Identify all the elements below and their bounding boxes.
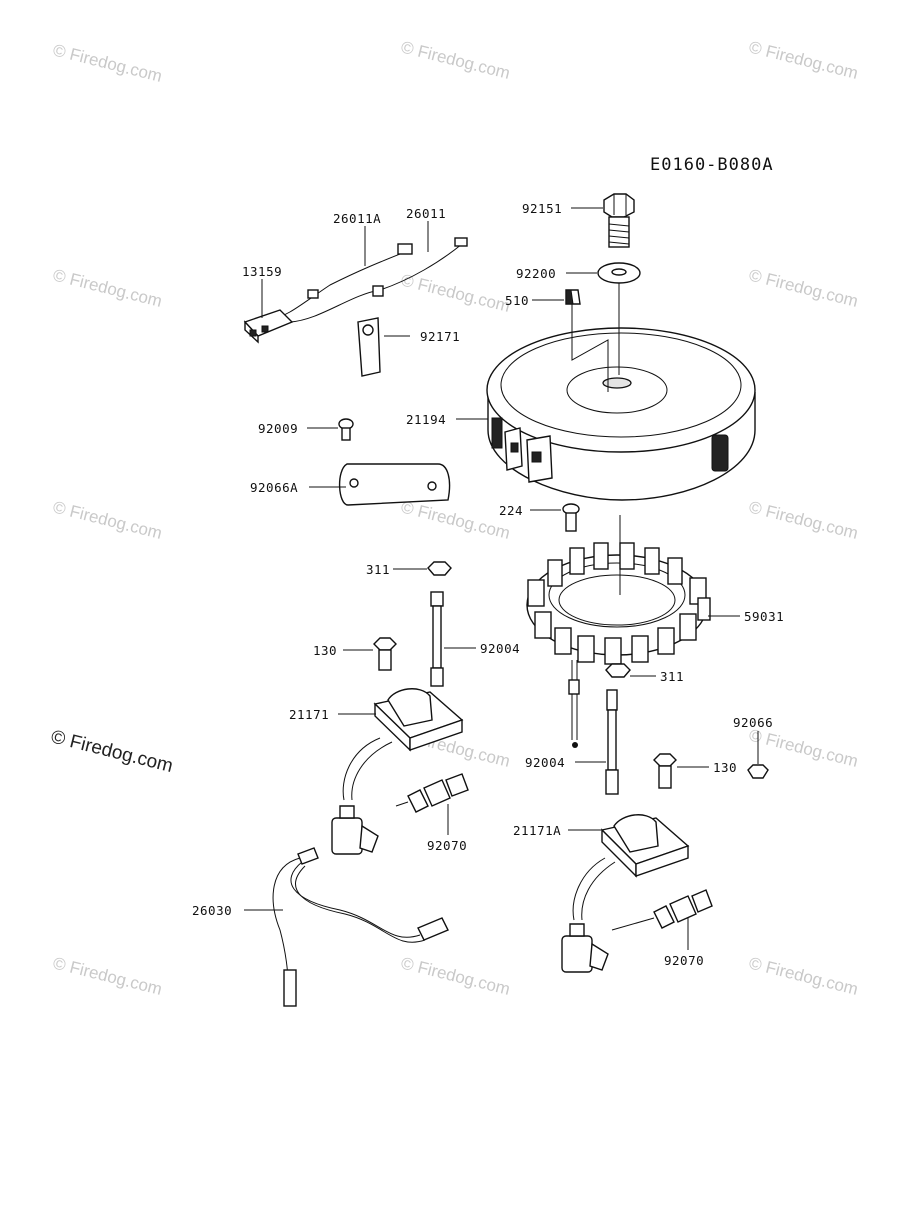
- connector-13159[interactable]: [243, 309, 294, 344]
- label-92066: 92066: [733, 715, 773, 730]
- label-26011: 26011: [406, 206, 446, 221]
- label-21194: 21194: [406, 412, 446, 427]
- nut-92066[interactable]: [747, 764, 769, 779]
- bolt-130-left[interactable]: [373, 637, 397, 671]
- label-92151: 92151: [522, 201, 562, 216]
- watermarks: © Firedog.com © Firedog.com © Firedog.co…: [49, 37, 860, 998]
- label-92004-left: 92004: [480, 641, 520, 656]
- part-labels: 92151 92200 510 26011A 26011 13159 92171…: [192, 201, 784, 968]
- watermark: © Firedog.com: [399, 37, 512, 82]
- stud-92004-right[interactable]: [605, 689, 619, 795]
- watermark: © Firedog.com: [51, 953, 164, 998]
- nut-311-right[interactable]: [605, 663, 631, 678]
- leader-lines: [244, 207, 759, 950]
- nut-311-left[interactable]: [427, 561, 452, 576]
- key-510[interactable]: [565, 289, 581, 305]
- spark-plug-92070-right[interactable]: [611, 889, 713, 931]
- screw-92009[interactable]: [338, 418, 354, 441]
- label-92200: 92200: [516, 266, 556, 281]
- stud-92004-left[interactable]: [430, 591, 444, 687]
- label-21171: 21171: [289, 707, 329, 722]
- label-21171A: 21171A: [513, 823, 561, 838]
- stator-59031[interactable]: [526, 542, 711, 748]
- label-311-left: 311: [366, 562, 390, 577]
- label-92070-right: 92070: [664, 953, 704, 968]
- label-13159: 13159: [242, 264, 282, 279]
- label-92009: 92009: [258, 421, 298, 436]
- diagram-code: E0160-B080A: [650, 155, 774, 175]
- watermark: © Firedog.com: [51, 497, 164, 542]
- label-92004-right: 92004: [525, 755, 565, 770]
- washer-92200[interactable]: [597, 262, 641, 284]
- label-59031: 59031: [744, 609, 784, 624]
- label-92171: 92171: [420, 329, 460, 344]
- watermark: © Firedog.com: [747, 265, 860, 310]
- label-26030: 26030: [192, 903, 232, 918]
- wiring-harness-26011[interactable]: [269, 237, 468, 323]
- watermark: © Firedog.com: [51, 40, 164, 85]
- watermark: © Firedog.com: [399, 270, 512, 315]
- bolt-92151[interactable]: [603, 193, 635, 248]
- label-311-right: 311: [660, 669, 684, 684]
- bolt-130-right[interactable]: [653, 753, 677, 789]
- ignition-coil-21171[interactable]: [331, 688, 464, 855]
- lead-wire-26030[interactable]: [272, 847, 449, 1007]
- ignition-coil-21171A[interactable]: [561, 814, 690, 973]
- label-510: 510: [505, 293, 529, 308]
- label-92066A: 92066A: [250, 480, 298, 495]
- label-92070-left: 92070: [427, 838, 467, 853]
- label-224: 224: [499, 503, 523, 518]
- watermark: © Firedog.com: [51, 265, 164, 310]
- watermark: © Firedog.com: [747, 37, 860, 82]
- label-26011A: 26011A: [333, 211, 381, 226]
- watermark: © Firedog.com: [747, 953, 860, 998]
- label-130-right: 130: [713, 760, 737, 775]
- cover-plate-92066A[interactable]: [338, 463, 451, 506]
- flywheel-21194[interactable]: [486, 327, 756, 501]
- watermark: © Firedog.com: [747, 497, 860, 542]
- bolt-224[interactable]: [562, 503, 580, 532]
- clamp-92171[interactable]: [357, 317, 381, 377]
- label-130-left: 130: [313, 643, 337, 658]
- spark-plug-92070-left[interactable]: [395, 773, 469, 813]
- watermark: © Firedog.com: [747, 725, 860, 770]
- watermark: © Firedog.com: [399, 497, 512, 542]
- watermark: © Firedog.com: [399, 953, 512, 998]
- watermark-main: © Firedog.com: [49, 726, 175, 777]
